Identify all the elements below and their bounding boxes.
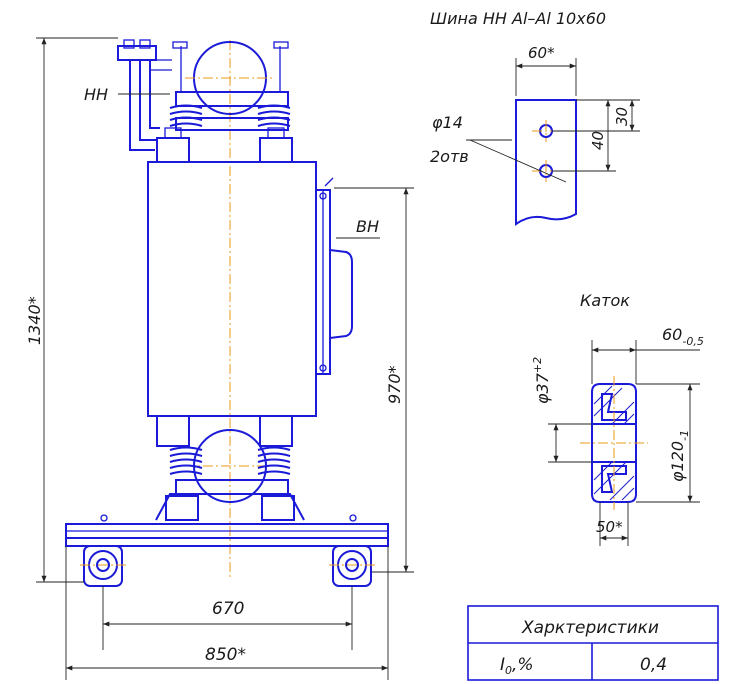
roller-detail: Каток 60-0,5 φ37+ xyxy=(531,291,704,546)
dim-height-tank: 970* xyxy=(385,365,404,404)
lv-terminals xyxy=(117,39,172,151)
upper-core-yoke xyxy=(185,41,275,115)
roller-title: Каток xyxy=(580,291,630,310)
lower-clamp xyxy=(155,479,305,521)
dim-roller-dia-tol: -1 xyxy=(678,430,691,441)
svg-text:60-0,5: 60-0,5 xyxy=(662,325,704,348)
table-value: 0,4 xyxy=(640,655,667,675)
svg-text:I0,%: I0,% xyxy=(500,655,534,677)
svg-text:φ37+2: φ37+2 xyxy=(531,357,552,404)
dim-height-total: 1340* xyxy=(25,296,44,345)
dim-roller-width-tol: -0,5 xyxy=(682,335,703,348)
base-frame xyxy=(65,514,389,547)
bus-bar xyxy=(515,99,577,226)
dim-roller-dia: φ120 xyxy=(668,441,687,482)
dim-bus-width: 60* xyxy=(528,44,555,62)
characteristics-table: Харктеристики I0,% 0,4 xyxy=(467,605,719,681)
hole-diameter: φ14 xyxy=(432,113,463,132)
dim-roller-hub: 50* xyxy=(596,518,623,536)
lower-spring-right xyxy=(257,446,291,475)
lv-label: НН xyxy=(84,85,108,104)
upper-spring-right xyxy=(257,104,291,127)
upper-spring-left xyxy=(169,104,203,127)
upper-clamp xyxy=(172,41,289,131)
hv-terminal-panel xyxy=(315,177,353,375)
dim-roller-bore-tol: +2 xyxy=(531,357,544,373)
transformer-tank xyxy=(147,161,317,417)
lv-bus-detail: Шина НН Al–Al 10x60 60* 30 40 φ14 2отв xyxy=(430,9,640,226)
lower-block-left xyxy=(156,415,190,447)
hv-label: ВН xyxy=(356,217,379,236)
dim-width-total: 850* xyxy=(205,645,246,665)
main-dimensions: 1340* 970* 670 850* xyxy=(25,37,414,680)
transformer-front-view: НН ВН xyxy=(65,39,389,587)
dim-bus-hole-2: 40 xyxy=(589,131,607,150)
table-param: I xyxy=(500,655,505,675)
dim-roller-width: 60 xyxy=(662,325,682,344)
table-param-unit: ,% xyxy=(512,655,534,675)
upper-block-left xyxy=(156,137,190,163)
hole-count: 2отв xyxy=(430,147,469,166)
wheel-left xyxy=(80,545,126,587)
dim-bus-hole-1: 30 xyxy=(613,107,631,126)
wheel-right xyxy=(329,545,375,587)
svg-text:φ120-1: φ120-1 xyxy=(668,430,691,482)
table-title: Харктеристики xyxy=(521,618,659,638)
roller-body xyxy=(580,376,648,510)
lower-spring-left xyxy=(169,446,203,475)
dim-roller-bore: φ37 xyxy=(533,372,552,404)
table-param-sub: 0 xyxy=(505,664,512,677)
dim-wheel-base: 670 xyxy=(212,599,244,619)
lower-block-right xyxy=(259,415,293,447)
bus-title: Шина НН Al–Al 10x60 xyxy=(430,9,606,28)
upper-block-right xyxy=(259,137,293,163)
